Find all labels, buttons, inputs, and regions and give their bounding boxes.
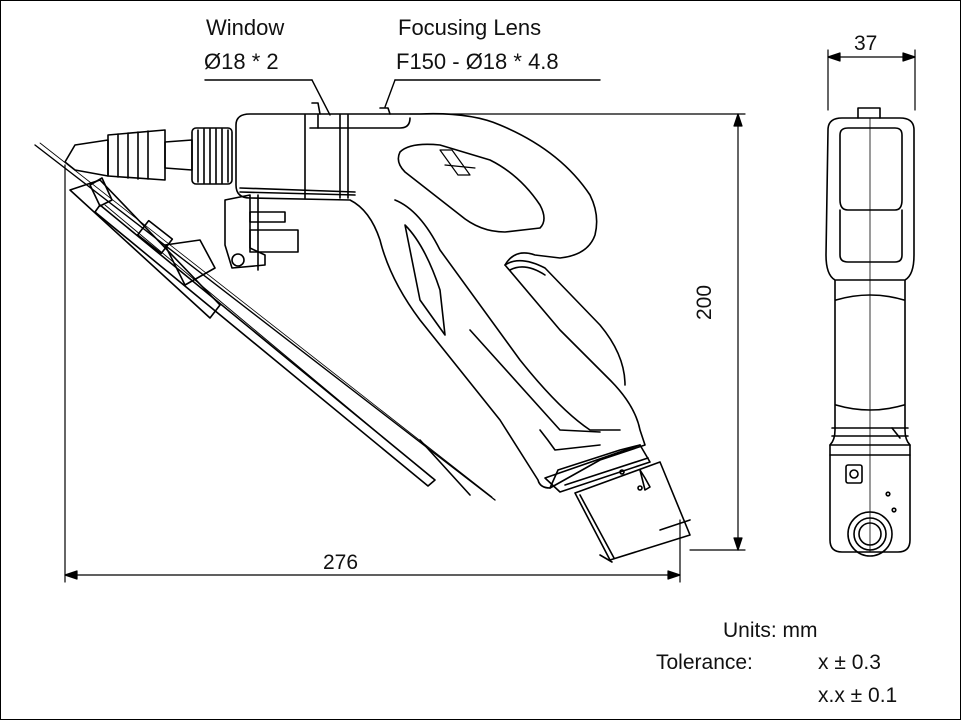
height-dimension-label: 200: [693, 284, 716, 320]
tolerance-value-2: x.x ± 0.1: [818, 684, 898, 707]
side-view-gun-body: [235, 102, 691, 563]
tolerance-value-1: x ± 0.3: [818, 651, 881, 674]
length-dimension-label: 276: [323, 551, 359, 574]
tolerance-label: Tolerance:: [656, 651, 753, 674]
width-dimension-label: 37: [854, 32, 878, 55]
callout-leaders: [204, 79, 601, 116]
window-callout-spec: Ø18 * 2: [204, 49, 279, 74]
units-note: Units: mm: [723, 619, 818, 642]
width-dimension: [827, 49, 916, 111]
length-dimension: [64, 164, 681, 583]
front-view-gun: [825, 107, 915, 557]
window-callout-title: Window: [206, 15, 285, 40]
focusing-lens-callout-spec: F150 - Ø18 * 4.8: [396, 49, 559, 74]
side-view-torch: [34, 127, 496, 501]
focusing-lens-callout-title: Focusing Lens: [398, 15, 542, 40]
height-dimension: [409, 113, 746, 551]
